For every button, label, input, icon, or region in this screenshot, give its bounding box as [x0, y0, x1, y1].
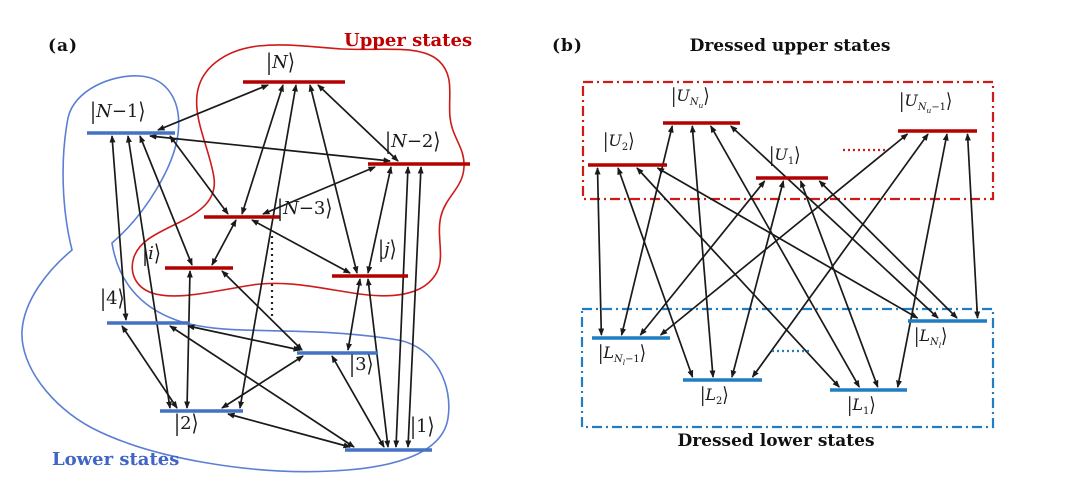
state-N-2-label: |N−2⟩	[385, 128, 441, 155]
state-U1-label: |U1⟩	[769, 142, 801, 168]
transition-arrow	[121, 325, 178, 409]
state-2-label: |2⟩	[174, 410, 199, 437]
transition-arrow	[331, 355, 385, 448]
transition-arrow	[896, 133, 949, 388]
transition-arrow	[405, 166, 424, 448]
state-U2-label: |U2⟩	[603, 128, 635, 154]
transition-arrow	[964, 133, 981, 319]
dressed-upper-box	[581, 80, 995, 201]
transition-arrow	[308, 84, 359, 274]
transition-arrow	[169, 135, 229, 215]
transition-arrow	[251, 219, 351, 274]
state-N-label: |N⟩	[266, 49, 295, 76]
transition-arrow	[157, 84, 269, 131]
transition-arrow	[594, 167, 605, 336]
panel-b-tag: (b)	[552, 36, 583, 56]
transition-arrow	[227, 412, 351, 449]
transition-arrow	[346, 278, 362, 351]
state-3-label: |3⟩	[349, 351, 374, 378]
state-1-label: |1⟩	[410, 413, 435, 440]
state-UNu-label: |UNu⟩	[671, 83, 710, 111]
transition-arrow	[818, 180, 958, 319]
state-LNl-label: |LNl⟩	[914, 323, 948, 351]
state-L1-label: |L1⟩	[847, 392, 876, 418]
state-4-label: |4⟩	[100, 285, 125, 312]
transition-arrow	[689, 125, 716, 378]
state-L2-label: |L2⟩	[700, 382, 729, 408]
transition-arrow	[366, 166, 393, 274]
transition-arrow	[393, 166, 411, 448]
state-j-label: |j⟩	[378, 236, 397, 263]
state-LNl-1-label: |LNl−1⟩	[598, 340, 646, 368]
transition-arrow	[730, 125, 939, 319]
dressed-lower-states-title: Dressed lower states	[677, 431, 875, 451]
transition-arrow	[211, 219, 237, 266]
lower-states-label: Lower states	[52, 449, 180, 470]
transition-arrow	[710, 125, 860, 388]
transition-arrow	[109, 135, 129, 321]
dressed-upper-states-title: Dressed upper states	[689, 36, 891, 56]
dressed-lower-box	[580, 307, 995, 429]
state-N-3-label: |N−3⟩	[277, 195, 333, 222]
panel-a-tag: (a)	[48, 36, 79, 56]
transition-arrow	[262, 166, 376, 215]
state-N-1-label: |N−1⟩	[90, 98, 146, 125]
state-i-label: |i⟩	[142, 240, 161, 267]
transition-arrow	[639, 180, 766, 336]
transition-arrow	[221, 355, 304, 409]
transition-arrow	[656, 167, 919, 319]
upper-states-label: Upper states	[344, 30, 473, 51]
state-UNu-1-label: |UNu−1⟩	[899, 88, 953, 116]
